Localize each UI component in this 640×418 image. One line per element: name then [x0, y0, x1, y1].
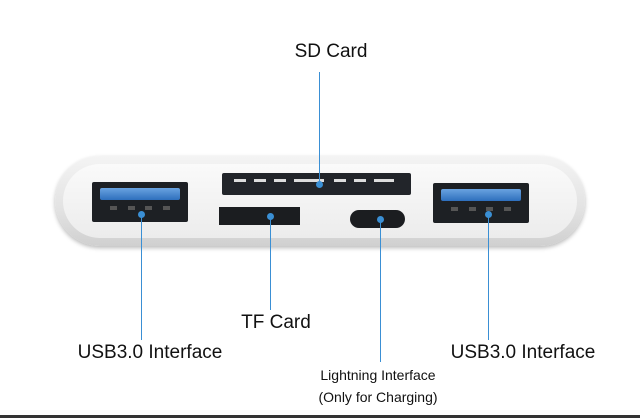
sd-leader-line	[319, 72, 320, 184]
lightning-label-line1: Lightning Interface	[320, 367, 436, 383]
lightning-label: Lightning Interface (Only for Charging)	[318, 364, 437, 408]
tf-card-label: TF Card	[241, 312, 311, 333]
tf-leader-dot	[267, 213, 274, 220]
sd-card-label: SD Card	[294, 41, 368, 62]
sd-leader-dot	[316, 181, 323, 188]
usb-port-right	[433, 183, 529, 223]
tf-leader-line	[270, 216, 271, 310]
tf-card-slot	[219, 207, 300, 225]
lightning-label-line2: (Only for Charging)	[318, 389, 438, 405]
usb-left-label: USB3.0 Interface	[77, 342, 223, 363]
lightning-leader-line	[380, 219, 381, 362]
usb-right-label: USB3.0 Interface	[450, 342, 596, 363]
bottom-border	[0, 415, 640, 418]
usb-right-leader-dot	[485, 211, 492, 218]
usb-left-leader-line	[141, 214, 142, 340]
usb-left-leader-dot	[138, 211, 145, 218]
usb-right-leader-line	[488, 214, 489, 340]
lightning-leader-dot	[377, 216, 384, 223]
